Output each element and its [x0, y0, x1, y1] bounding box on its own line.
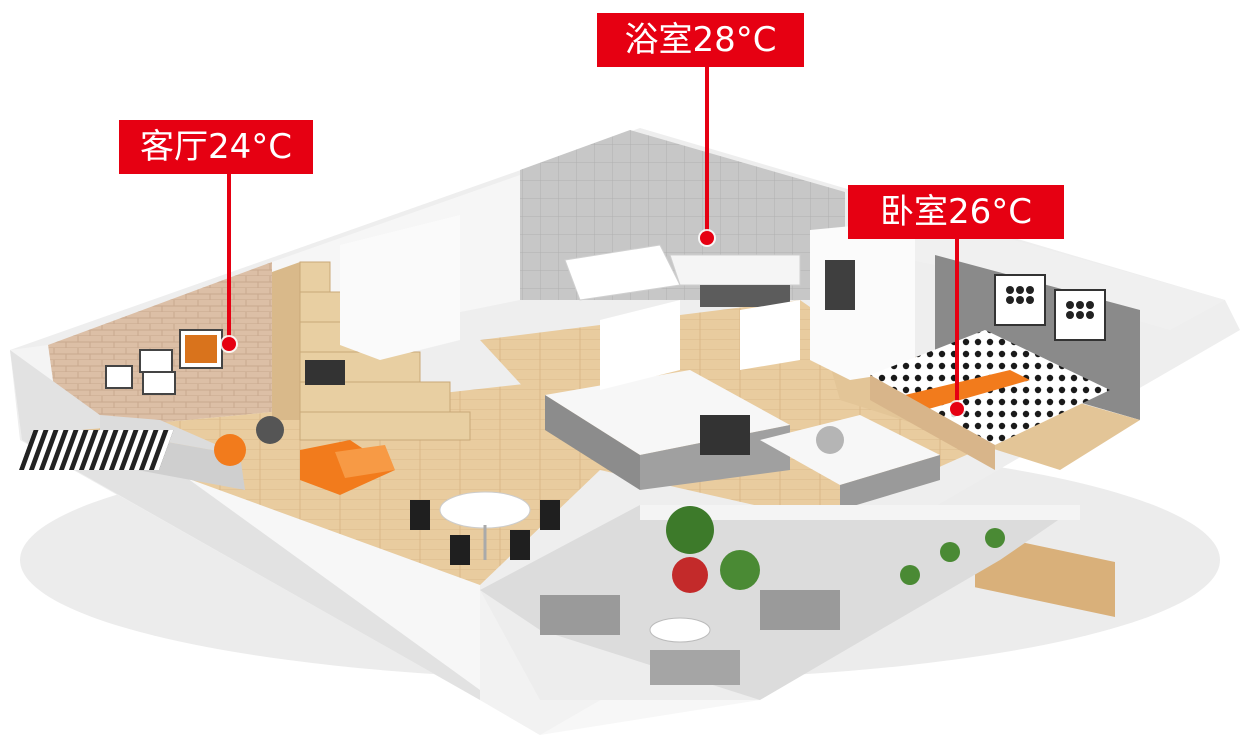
partition-wall-1 — [340, 215, 460, 360]
living-room-leader-line — [227, 173, 231, 339]
terrace-glass — [480, 590, 760, 735]
kitchen-counter — [545, 370, 940, 510]
frame-dots — [1006, 286, 1094, 319]
bedroom-temperature-label: 卧室26°C — [848, 185, 1064, 239]
wardrobe-clothes — [825, 260, 855, 310]
terrace-furniture — [540, 590, 840, 685]
living-furniture — [18, 415, 395, 495]
bed — [870, 330, 1115, 618]
dining-set — [410, 491, 560, 565]
bedroom-leader-line — [955, 238, 959, 406]
wall-pictures — [105, 329, 223, 395]
living-brick-wall — [48, 262, 272, 432]
bathroom-leader-line — [705, 66, 709, 232]
living-room-temperature-label: 客厅24°C — [119, 120, 313, 174]
bathroom-temperature-label: 浴室28°C — [597, 13, 804, 67]
terrace-plants — [666, 506, 1005, 593]
partition-wall-2 — [600, 300, 680, 390]
bedroom-marker-dot — [950, 402, 964, 416]
bathroom-fixtures — [564, 244, 801, 307]
bathroom-marker-dot — [700, 231, 714, 245]
terrace-wall — [640, 505, 1080, 520]
partition-wall-3 — [740, 300, 800, 370]
living-room-marker-dot — [222, 337, 236, 351]
